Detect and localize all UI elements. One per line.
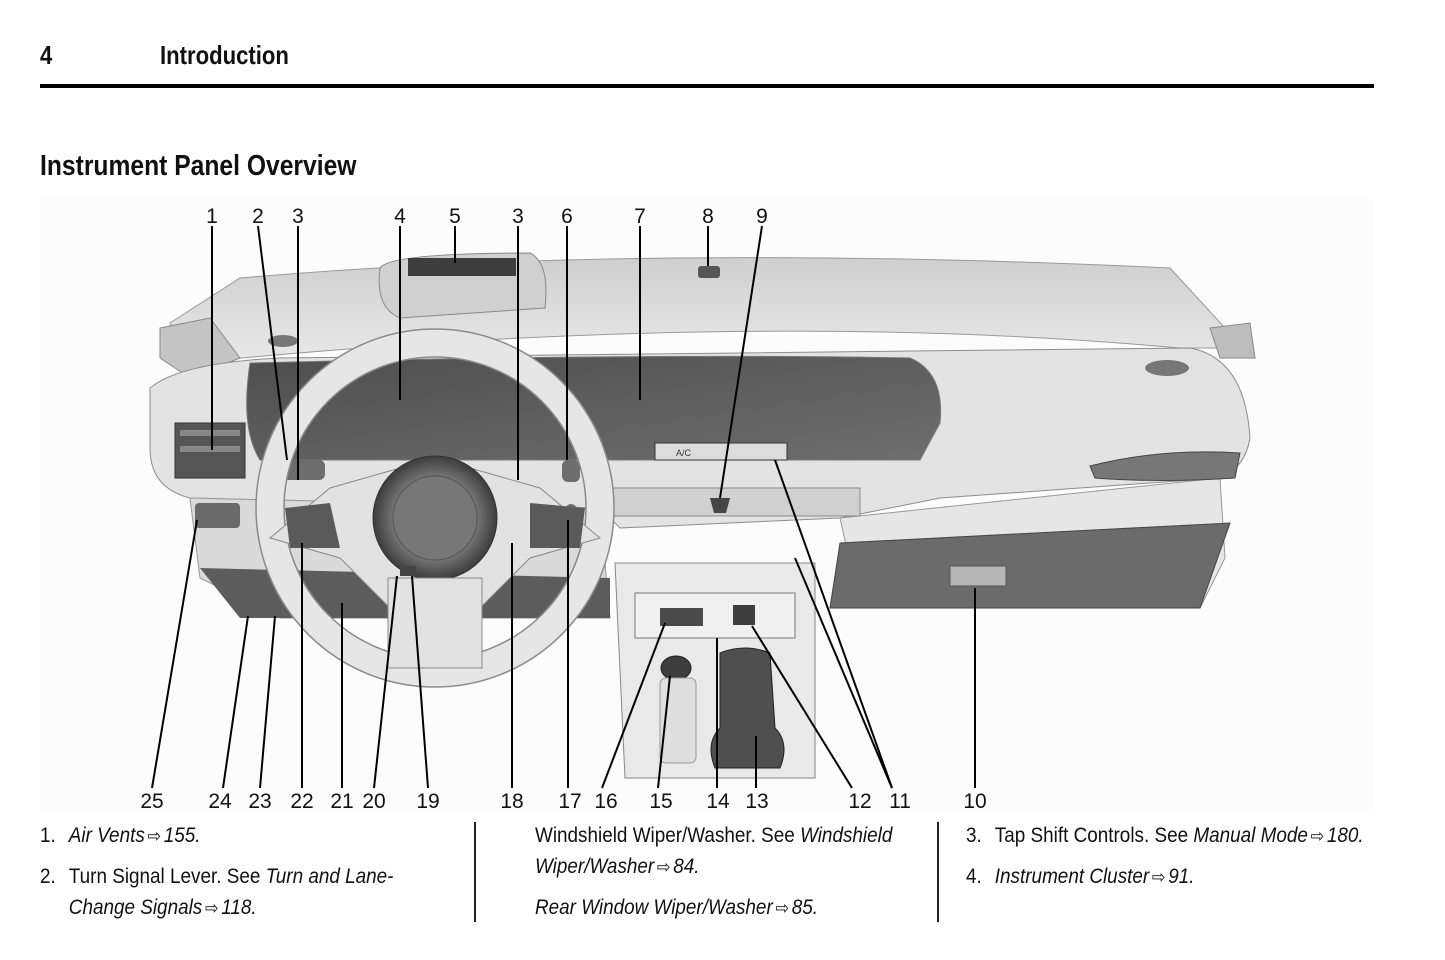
steering-wheel-rim — [256, 329, 614, 687]
link-change-signals[interactable]: Change Signals — [68, 896, 203, 919]
link-manual-mode[interactable]: Manual Mode — [1193, 824, 1308, 847]
callout-18: 18 — [500, 790, 524, 813]
callout-12: 12 — [848, 790, 872, 813]
callout-22: 22 — [290, 790, 314, 813]
camera-module — [698, 266, 720, 278]
steering-lower-spoke — [387, 577, 483, 669]
leader-line-9 — [719, 225, 763, 499]
page-ref-arrow-icon: ⇨ — [147, 826, 162, 846]
link-turn-lane-change[interactable]: Turn and Lane- — [265, 865, 394, 888]
link-rear-window-wiper[interactable]: Rear Window Wiper/Washer — [535, 896, 773, 919]
callout-16: 16 — [594, 790, 618, 813]
callout-7: 7 — [634, 205, 646, 228]
headlamp-switch — [195, 503, 240, 528]
legend-item-2: 2. Turn Signal Lever. See Turn and Lane-… — [40, 861, 393, 924]
link-air-vents[interactable]: Air Vents — [68, 824, 145, 847]
usb-ports — [660, 608, 703, 626]
leader-line-2 — [257, 225, 288, 461]
dashboard-drawing: A/C — [149, 252, 1256, 779]
header-rule — [40, 84, 1374, 88]
callout-8: 8 — [702, 205, 714, 228]
callout-3-right: 3 — [512, 205, 524, 228]
callout-11: 11 — [889, 790, 911, 813]
page-ref[interactable]: 91 — [1168, 865, 1190, 888]
leader-line-23 — [259, 615, 276, 789]
leader-line-25 — [151, 519, 198, 789]
glovebox — [829, 522, 1231, 609]
right-air-vent — [1089, 451, 1241, 481]
callout-17: 17 — [558, 790, 582, 813]
page-number: 4 — [40, 40, 52, 70]
callout-23: 23 — [248, 790, 272, 813]
legend-column-1: 1. Air Vents⇨155. 2. Turn Signal Lever. … — [40, 820, 433, 933]
hud-lens — [408, 258, 516, 276]
page-ref[interactable]: 85 — [791, 896, 813, 919]
callout-25: 25 — [140, 790, 164, 813]
callout-14: 14 — [706, 790, 730, 813]
glovebox-handle — [949, 565, 1007, 587]
callout-6: 6 — [561, 205, 573, 228]
right-spoke-controls — [530, 503, 585, 548]
legend-item-windshield-wiper: Windshield Wiper/Washer. See Windshield … — [535, 820, 892, 883]
callout-21: 21 — [330, 790, 354, 813]
callout-24: 24 — [208, 790, 232, 813]
column-divider — [474, 822, 476, 922]
callout-1: 1 — [206, 205, 218, 228]
page-ref-arrow-icon: ⇨ — [775, 898, 790, 918]
left-spoke-controls — [285, 503, 340, 548]
leader-line-24 — [222, 615, 249, 789]
callout-5: 5 — [449, 205, 461, 228]
leader-line-15 — [657, 675, 671, 789]
leader-line-19 — [411, 575, 429, 789]
section-title: Instrument Panel Overview — [40, 150, 357, 182]
callout-13: 13 — [745, 790, 769, 813]
page-ref-arrow-icon: ⇨ — [656, 857, 671, 877]
cupholder — [710, 647, 785, 769]
console-button — [733, 605, 755, 625]
page-ref-arrow-icon: ⇨ — [1310, 826, 1325, 846]
page-ref[interactable]: 84 — [673, 855, 695, 878]
wiper-stalk — [562, 460, 580, 482]
callout-19: 19 — [416, 790, 440, 813]
callout-20: 20 — [362, 790, 386, 813]
legend-item-1: 1. Air Vents⇨155. — [40, 820, 393, 852]
callout-2: 2 — [252, 205, 264, 228]
shifter-base — [659, 677, 697, 764]
page-ref-arrow-icon: ⇨ — [1151, 867, 1166, 887]
page-ref[interactable]: 155 — [163, 824, 196, 847]
legend-column-3: 3. Tap Shift Controls. See Manual Mode⇨1… — [966, 820, 1408, 902]
leader-lines — [151, 225, 976, 789]
column-divider — [937, 822, 939, 922]
leader-line-11b — [794, 557, 893, 789]
leader-line-20 — [373, 575, 398, 789]
link-windshield[interactable]: Windshield — [800, 824, 893, 847]
chapter-title: Introduction — [160, 40, 289, 70]
callout-3: 3 — [292, 205, 304, 228]
climate-strip-label: A/C — [676, 448, 692, 458]
callout-4: 4 — [394, 205, 406, 228]
link-wiper-washer[interactable]: Wiper/Washer — [535, 855, 655, 878]
leader-line-12 — [751, 625, 853, 789]
link-instrument-cluster[interactable]: Instrument Cluster — [994, 865, 1150, 888]
page-ref-arrow-icon: ⇨ — [204, 898, 219, 918]
callout-15: 15 — [649, 790, 673, 813]
climate-display-strip — [654, 442, 788, 461]
leader-line-11a — [774, 459, 893, 789]
right-endcap — [1209, 322, 1256, 359]
callout-9: 9 — [756, 205, 768, 228]
legend-item-4: 4. Instrument Cluster⇨91. — [966, 861, 1364, 893]
callout-10: 10 — [963, 790, 987, 813]
legend-item-3: 3. Tap Shift Controls. See Manual Mode⇨1… — [966, 820, 1364, 852]
instrument-panel-illustration: A/C — [40, 198, 1374, 814]
leader-line-16 — [601, 622, 666, 789]
legend-column-2: Windshield Wiper/Washer. See Windshield … — [535, 820, 932, 933]
page-ref[interactable]: 118 — [221, 896, 252, 919]
page-ref[interactable]: 180 — [1326, 824, 1359, 847]
legend-item-rear-wiper: Rear Window Wiper/Washer⇨85. — [535, 892, 892, 924]
